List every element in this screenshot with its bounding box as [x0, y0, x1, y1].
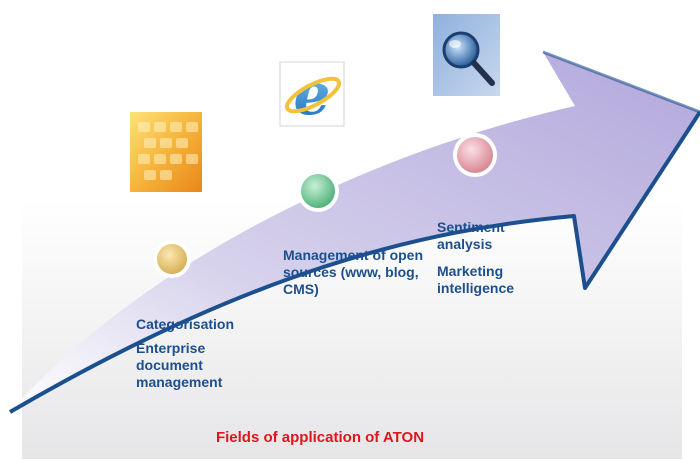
magnifying-glass-icon — [433, 14, 500, 96]
keyboard-icon — [130, 112, 202, 192]
diagram-caption: Fields of application of ATON — [215, 429, 425, 446]
label-categorisation: Categorisation — [136, 316, 235, 332]
internet-explorer-icon: e — [279, 60, 345, 128]
arrow-edge — [8, 110, 700, 414]
label-open-sources: Management of open sources (www, blog, C… — [283, 247, 424, 297]
label-enterprise-document-management: Enterprise document management — [136, 340, 223, 390]
label-marketing-intelligence: Marketing intelligence — [437, 263, 515, 296]
svg-text:e: e — [294, 60, 331, 128]
stage-circle-open-sources — [297, 170, 339, 212]
growth-arrow — [8, 50, 700, 414]
stage-circle-sentiment — [453, 133, 497, 177]
label-sentiment-analysis: Sentiment analysis — [437, 219, 505, 252]
stage-circle-categorisation — [153, 240, 191, 278]
